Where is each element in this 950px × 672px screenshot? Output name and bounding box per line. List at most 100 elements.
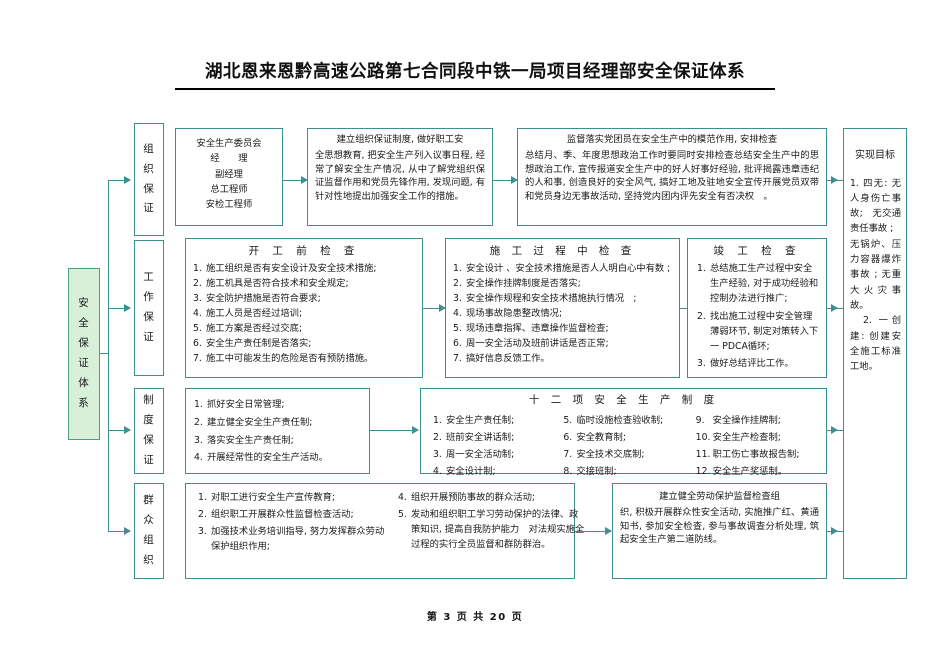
row1-label-char-0: 组 (143, 142, 155, 155)
committee-line-2: 副经理 (215, 168, 243, 180)
branch-line-row4 (108, 531, 130, 533)
list-item: 6.安全教育制; (563, 432, 626, 444)
page-footer: 第 3 页 共 20 页 (426, 612, 524, 623)
box-twelve-safety-systems: 十 二 项 安 全 生 产 制 度 1.安全生产责任制; 2.班前安全讲话制; … (420, 388, 827, 477)
list-item: 12.安全生产奖惩制。 (695, 465, 788, 477)
list-item: 1.安全生产责任制; (433, 415, 515, 427)
list-item: 8.交接班制; (563, 465, 617, 477)
branch-line-row3 (108, 430, 130, 432)
connector-arrow-committee-to-orgsystem (301, 175, 308, 184)
completion-list: 1.总结施工生产过程中安全生产经验, 对于成功经验和控制办法进行推广; 2.找出… (688, 262, 826, 372)
box-safety-committee: 安全生产委员会 经 理 副经理 总工程师 安检工程师 (175, 128, 283, 226)
twelve-systems-columns: 1.安全生产责任制; 2.班前安全讲话制; 3.周一安全活动制; 4.安全设计制… (421, 411, 826, 484)
list-item: 7.安全技术交底制; (563, 448, 645, 460)
title-underline (175, 88, 775, 90)
spine-char-4: 体 (78, 376, 90, 389)
box-pre-construction-inspection: 开 工 前 检 查 1.施工组织是否有安全设计及安全技术措施; 2.施工机具是否… (185, 238, 423, 378)
row3-label-char-1: 度 (143, 414, 155, 427)
row2-label-char-1: 作 (143, 291, 155, 304)
spine-trunk-line (108, 180, 110, 532)
list-item: 5.临时设施检查验收制; (563, 415, 664, 427)
twelve-systems-heading: 十 二 项 安 全 生 产 制 度 (528, 394, 719, 406)
list-item: 1.抓好安全日常管理; (194, 399, 285, 410)
party-lead: 监督落实党团员在安全生产中的模范作用, 安排检查 (566, 134, 778, 145)
twelve-systems-col-2: 5.临时设施检查验收制; 6.安全教育制; 7.安全技术交底制; 8.交接班制; (557, 413, 687, 480)
page-title: 湖北恩来恩黔高速公路第七合同段中铁一局项目经理部安全保证体系 (205, 62, 745, 82)
list-item: 9.安全操作挂牌制; (695, 415, 781, 427)
row-label-work-guarantee: 工 作 保 证 (134, 240, 164, 376)
spine-safety-assurance-system: 安 全 保 证 体 系 (68, 268, 100, 440)
twelve-systems-col-1: 1.安全生产责任制; 2.班前安全讲话制; 3.周一安全活动制; 4.安全设计制… (427, 413, 557, 480)
list-item: 2.安全操作挂牌制度是否落实; (453, 278, 581, 290)
connector-arrow-mass-to-labor (605, 526, 612, 535)
row3-label-char-3: 证 (143, 453, 155, 466)
list-item: 3.加强技术业务培训指导, 努力发挥群众劳动保护组织作用; (198, 525, 385, 552)
list-item: 2.施工机具是否符合技术和安全规定; (193, 278, 349, 290)
goal-line-0: 1. 四无: 无人身伤亡事故; 无交通责任事故 ; (850, 177, 901, 235)
branch-arrow-row4 (124, 526, 131, 535)
row1-label-char-3: 证 (143, 202, 155, 215)
pre-construction-list: 1.施工组织是否有安全设计及安全技术措施; 2.施工机具是否符合技术和安全规定;… (186, 262, 422, 365)
list-item: 3.安全操作规程和安全技术措施执行情况 ; (453, 293, 637, 305)
row1-label-char-2: 保 (143, 182, 155, 195)
list-item: 11.职工伤亡事故报告制; (695, 448, 800, 460)
connector-mass-to-labor (575, 531, 611, 533)
box-in-process-inspection: 施 工 过 程 中 检 查 1.安全设计 、安全技术措施是否人人明白心中有数 ;… (445, 238, 680, 378)
list-item: 1.安全设计 、安全技术措施是否人人明白心中有数 ; (453, 263, 671, 275)
row-label-organization-guarantee: 组 织 保 证 (134, 123, 164, 236)
orgsystem-lead: 建立组织保证制度, 做好职工安 (336, 134, 464, 145)
branch-line-row2 (108, 308, 130, 310)
connector-pre-to-inprocess (423, 308, 445, 310)
connector-arrow-row3-to-goal (831, 425, 838, 434)
row4-label-char-2: 组 (143, 534, 155, 546)
list-item: 4.开展经常性的安全生产活动。 (194, 452, 328, 464)
list-item: 2.找出施工过程中安全管理薄弱环节, 制定对策转入下一 PDCA循环; (697, 310, 819, 352)
twelve-systems-col-3: 9.安全操作挂牌制; 10.安全生产检查制; 11.职工伤亡事故报告制; 12.… (688, 413, 820, 480)
list-item: 10.安全生产检查制; (695, 432, 781, 444)
connector-orgsystem-to-party (493, 180, 517, 182)
list-item: 4.组织开展预防事故的群众活动; (398, 492, 535, 503)
row4-label-char-1: 众 (143, 514, 155, 527)
row1-label-char-1: 织 (143, 162, 155, 175)
list-item: 1.对职工进行安全生产宣传教育; (198, 492, 335, 503)
connector-arrow-pre-to-inprocess (439, 303, 446, 312)
pre-construction-heading: 开 工 前 检 查 (248, 245, 360, 257)
party-text: 总结月、季、年度思想政治工作时要同时安排检查总结安全生产中的思想政治工作, 宣传… (525, 150, 819, 202)
spine-char-0: 安 (78, 297, 90, 310)
labor-protection-lead: 建立健全劳动保护监督检查组 (659, 491, 780, 502)
list-item: 6.安全生产责任制是否落实; (193, 338, 312, 350)
list-item: 2.建立健全安全生产责任制; (194, 416, 313, 428)
list-item: 3.做好总结评比工作。 (697, 358, 794, 370)
committee-line-1: 经 理 (210, 153, 248, 165)
row2-label-char-2: 保 (143, 311, 155, 323)
list-item: 5.现场违章指挥、违章操作监督检查; (453, 323, 609, 335)
spine-char-1: 全 (78, 317, 90, 330)
row2-label-char-0: 工 (143, 271, 155, 284)
connector-daily-to-twelve (370, 430, 418, 432)
branch-line-row1 (108, 180, 130, 182)
connector-arrow-row1-to-goal (831, 175, 838, 184)
row-label-system-guarantee: 制 度 保 证 (134, 388, 164, 474)
branch-arrow-row3 (124, 425, 131, 434)
row4-label-char-3: 织 (143, 553, 155, 566)
list-item: 2.班前安全讲话制; (433, 432, 515, 444)
list-item: 1.总结施工生产过程中安全生产经验, 对于成功经验和控制办法进行推广; (697, 263, 819, 304)
in-process-heading: 施 工 过 程 中 检 查 (489, 245, 636, 257)
mass-education-col-1: 1.对职工进行安全生产宣传教育; 2.组织职工开展群众性监督检查活动; 3.加强… (192, 490, 386, 556)
list-item: 5.发动和组织职工学习劳动保护的法律、政策知识, 提高自我防护能力 对法规实施全… (398, 508, 585, 551)
daily-management-list: 1.抓好安全日常管理; 2.建立健全安全生产责任制; 3.落实安全生产责任制; … (186, 389, 369, 467)
connector-arrow-row2-to-goal (831, 303, 838, 312)
list-item: 3.安全防护措施是否符合要求; (193, 293, 321, 305)
branch-arrow-row2 (124, 303, 131, 312)
connector-committee-to-orgsystem (283, 180, 307, 182)
goal-line-1: 无锅炉、压力容器爆炸事故 ; 无重大火灾事故。 (850, 238, 901, 312)
box-completion-inspection: 竣 工 检 查 1.总结施工生产过程中安全生产经验, 对于成功经验和控制办法进行… (687, 238, 827, 378)
row4-label-char-0: 群 (143, 494, 155, 507)
committee-line-0: 安全生产委员会 (196, 138, 262, 149)
box-daily-safety-management: 1.抓好安全日常管理; 2.建立健全安全生产责任制; 3.落实安全生产责任制; … (185, 388, 370, 474)
spine-char-2: 保 (78, 337, 90, 350)
committee-line-3: 总工程师 (210, 183, 248, 195)
list-item: 7.搞好信息反馈工作。 (453, 353, 550, 365)
spine-char-5: 系 (78, 396, 90, 409)
